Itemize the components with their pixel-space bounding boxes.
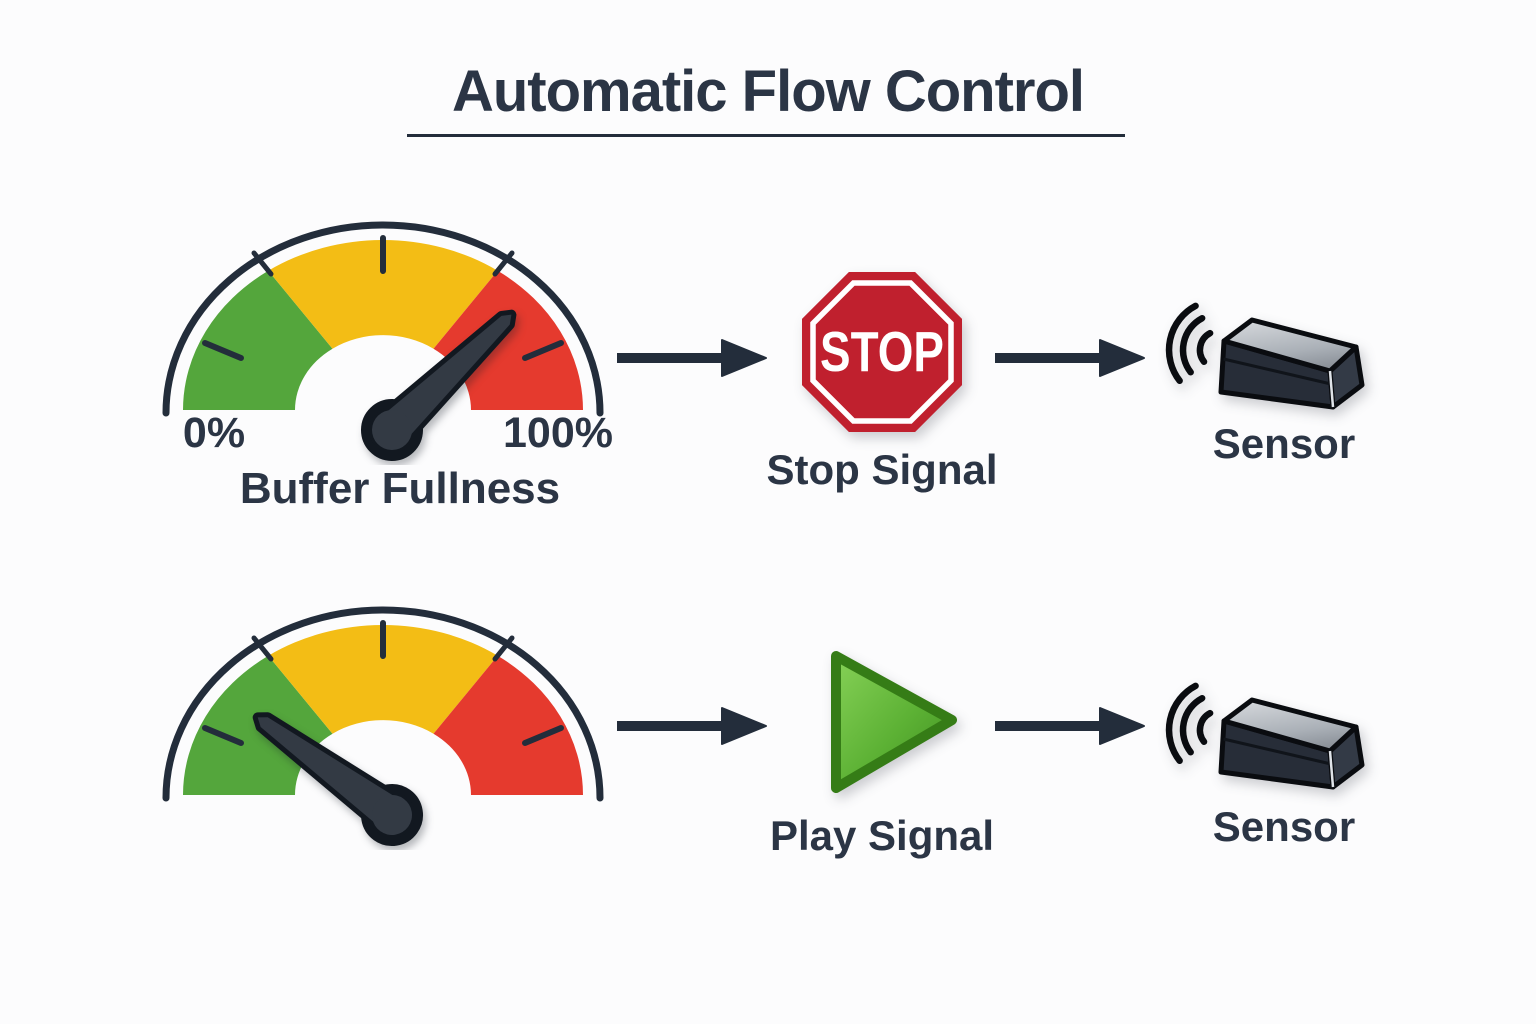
gauge-ticks — [202, 235, 564, 361]
buffer-gauge-low-icon — [162, 606, 604, 846]
gauge-max-label: 100% — [503, 409, 613, 457]
buffer-gauge-high-icon: 0% 100% — [162, 221, 613, 461]
arrow-right-icon — [617, 339, 767, 377]
arrow-right-icon — [995, 339, 1145, 377]
page-title: Automatic Flow Control — [451, 59, 1085, 124]
stop-signal-label: Stop Signal — [766, 446, 998, 493]
gauge-caption: Buffer Fullness — [239, 464, 561, 513]
wireless-signal-icon — [1165, 682, 1214, 765]
gauge-outer-arc — [162, 606, 604, 802]
gauge-ticks — [202, 620, 564, 746]
sensor-label: Sensor — [1212, 420, 1356, 467]
gauge-needle — [252, 712, 423, 846]
title-underline — [407, 134, 1125, 137]
arrow-right-icon — [995, 707, 1145, 745]
sensor-icon — [1165, 302, 1365, 410]
play-icon — [831, 651, 957, 793]
play-signal-label: Play Signal — [769, 812, 995, 859]
arrow-right-icon — [617, 707, 767, 745]
stop-sign-text: STOP — [820, 320, 944, 384]
sensor-icon — [1165, 682, 1365, 790]
gauge-needle — [361, 309, 517, 461]
sensor-label: Sensor — [1212, 803, 1356, 850]
gauge-outer-arc — [162, 221, 604, 417]
sensor-box — [1218, 697, 1365, 790]
gauge-min-label: 0% — [183, 409, 245, 457]
wireless-signal-icon — [1165, 302, 1214, 385]
stop-sign-icon: STOP — [802, 272, 962, 432]
